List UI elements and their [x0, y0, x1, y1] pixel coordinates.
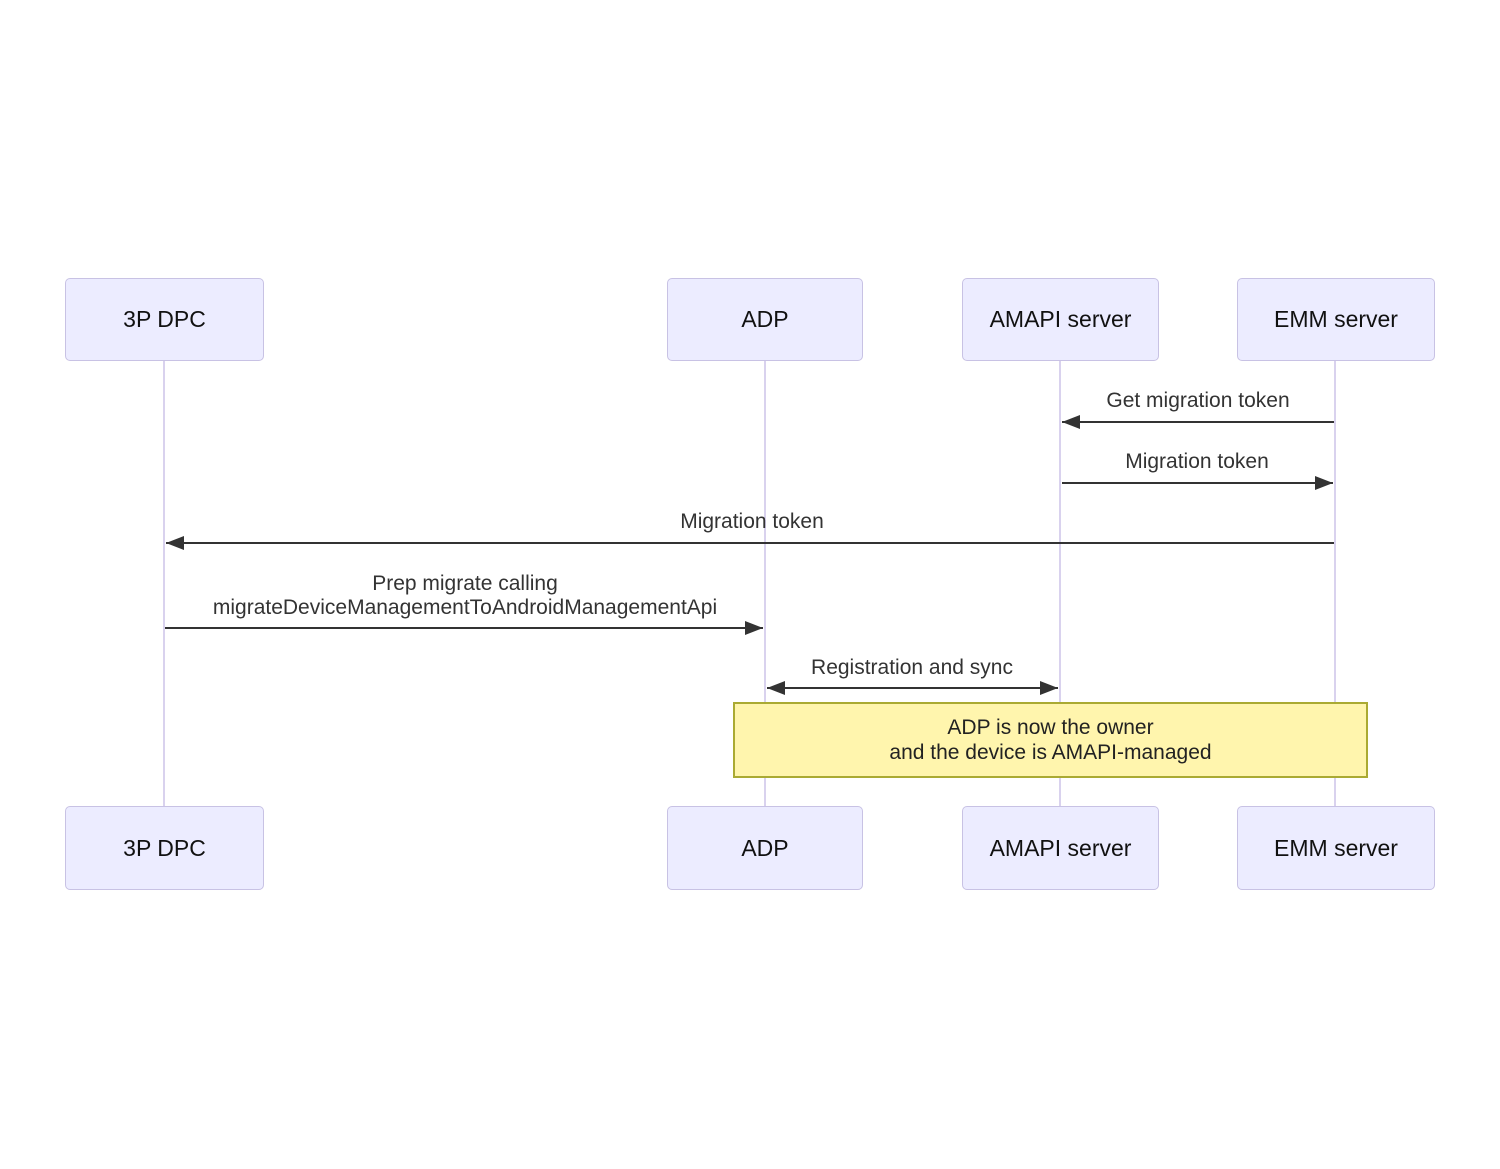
actor-top-emm-server: EMM server: [1237, 278, 1435, 361]
actor-top-adp: ADP: [667, 278, 863, 361]
message-label-get-migration-token: Get migration token: [1106, 389, 1290, 412]
actor-bottom-adp: ADP: [667, 806, 863, 890]
actor-label: AMAPI server: [989, 834, 1132, 861]
actor-label: 3P DPC: [123, 834, 206, 861]
actor-label: ADP: [741, 834, 789, 861]
lifeline-3p-dpc: [163, 360, 165, 807]
actor-top-3p-dpc: 3P DPC: [65, 278, 264, 361]
message-label-migration-token-to-emm: Migration token: [1125, 450, 1269, 473]
actor-label: EMM server: [1274, 306, 1398, 332]
note-line-2: and the device is AMAPI-managed: [889, 741, 1212, 764]
lifeline-adp: [764, 360, 766, 807]
actor-label: AMAPI server: [989, 306, 1132, 332]
actor-top-amapi-server: AMAPI server: [962, 278, 1159, 361]
message-label-migration-token-to-3p-dpc: Migration token: [680, 510, 824, 533]
actor-label: 3P DPC: [123, 306, 206, 332]
message-label-registration-and-sync: Registration and sync: [811, 656, 1013, 679]
message-label-line-1: Prep migrate calling: [372, 572, 558, 595]
actor-label: EMM server: [1274, 834, 1398, 861]
actor-bottom-3p-dpc: 3P DPC: [65, 806, 264, 890]
message-label-line-2: migrateDeviceManagementToAndroidManageme…: [212, 596, 718, 619]
actor-bottom-emm-server: EMM server: [1237, 806, 1435, 890]
note-line-1: ADP is now the owner: [947, 716, 1154, 739]
actor-label: ADP: [741, 306, 789, 332]
note-box: ADP is now the owner and the device is A…: [733, 702, 1368, 778]
message-label-prep-migrate: Prep migrate calling migrateDeviceManage…: [213, 572, 717, 620]
lifeline-amapi-server: [1059, 360, 1061, 807]
lifeline-emm-server: [1334, 360, 1336, 807]
actor-bottom-amapi-server: AMAPI server: [962, 806, 1159, 890]
